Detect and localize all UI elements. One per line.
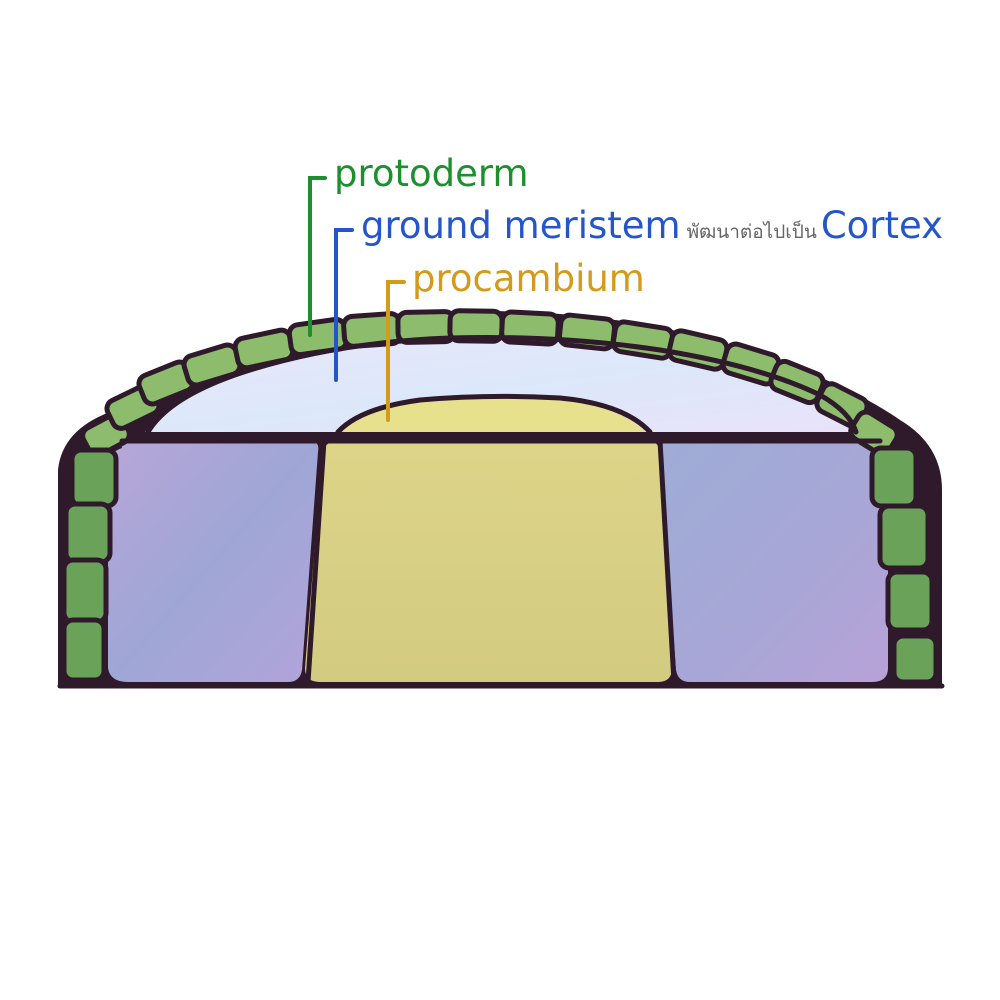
ground-meristem-left-block <box>108 441 319 682</box>
cortex-label: Cortex <box>820 204 944 247</box>
procambium-leader-line <box>386 280 406 422</box>
cell-walls <box>57 335 945 689</box>
protoderm-label-text: protoderm <box>334 152 529 195</box>
ground-meristem-note: พัฒนาต่อไปเป็น <box>686 221 817 243</box>
procambium-label: procambium <box>412 260 645 297</box>
protoderm-right-cells <box>869 445 939 685</box>
procambium-dome <box>342 398 645 432</box>
protoderm-label: protoderm <box>334 155 529 192</box>
protoderm-left-cells <box>61 447 119 683</box>
protoderm-leader-line <box>308 176 327 337</box>
ground-meristem-label-text: ground meristem <box>361 204 681 247</box>
procambium-label-text: procambium <box>412 257 645 300</box>
ground-meristem-right-block <box>659 441 888 682</box>
ground-meristem-leader-line <box>334 228 354 382</box>
procambium-block <box>305 441 672 682</box>
